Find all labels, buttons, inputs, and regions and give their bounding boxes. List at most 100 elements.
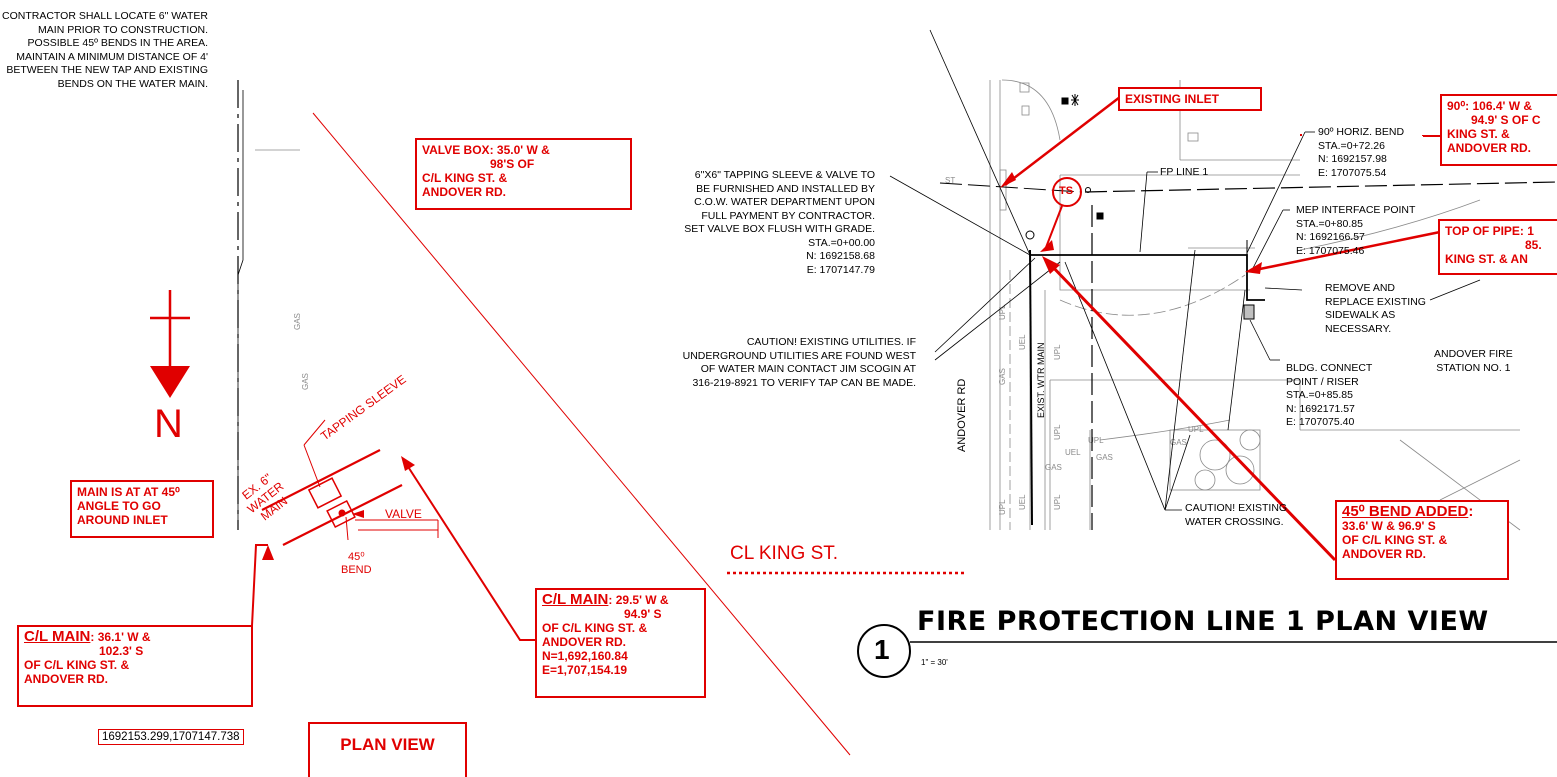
note-line: BENDS ON THE WATER MAIN. <box>57 77 208 90</box>
cl-main-right-callout: C/L MAIN: 29.5' W & 94.9' S OF C/L KING … <box>535 588 706 698</box>
note-line: BLDG. CONNECT <box>1286 362 1373 374</box>
callout-line: E=1,707,154.19 <box>542 663 628 677</box>
note-line: SIDEWALK AS <box>1325 309 1396 321</box>
note-line: CONTRACTOR SHALL LOCATE 6" WATER <box>2 10 208 22</box>
note-line: REPLACE EXISTING <box>1325 295 1426 308</box>
note-line: E: 1707075.40 <box>1286 416 1355 428</box>
callout-line: EXISTING INLET <box>1125 92 1220 106</box>
detail-red-markup <box>150 290 1557 678</box>
callout-line: ANDOVER RD. <box>542 635 627 649</box>
note-line: N: 1692171.57 <box>1286 402 1355 415</box>
note-line: POINT / RISER <box>1286 375 1359 388</box>
label-line: 45⁰ <box>347 551 365 563</box>
bend-45-label: 45⁰ BEND <box>341 551 372 577</box>
note-line: BETWEEN THE NEW TAP AND EXISTING <box>6 64 208 76</box>
callout-line: KING ST. & AN <box>1445 252 1528 266</box>
svg-text:UEL: UEL <box>1065 448 1081 457</box>
fire-station-label: ANDOVER FIRE STATION NO. 1 <box>1434 348 1513 375</box>
callout-title-colon: : <box>1468 503 1474 520</box>
contractor-note: CONTRACTOR SHALL LOCATE 6" WATER MAIN PR… <box>0 10 208 91</box>
note-line: 316-219-8921 TO VERIFY TAP CAN BE MADE. <box>692 376 916 389</box>
note-line: MEP INTERFACE POINT <box>1296 204 1416 216</box>
note-line: N: 1692158.68 <box>806 250 875 262</box>
svg-text:UPL: UPL <box>998 499 1007 515</box>
plan-view-label: PLAN VIEW <box>308 722 467 777</box>
svg-text:GAS: GAS <box>301 373 310 390</box>
note-line: ANDOVER FIRE <box>1434 348 1513 360</box>
note-line: BE FURNISHED AND INSTALLED BY <box>696 182 875 195</box>
svg-text:UPL: UPL <box>998 304 1007 320</box>
callout-line: MAIN IS AT AT 45⁰ <box>77 485 180 499</box>
note-line: STA.=0+85.85 <box>1286 389 1353 401</box>
note-line: STA.=0+80.85 <box>1296 217 1363 230</box>
note-line: N: 1692157.98 <box>1318 153 1387 165</box>
callout-line: OF C/L KING ST. & <box>1342 533 1448 547</box>
note-line: STA.=0+00.00 <box>808 236 875 249</box>
coordinate-readout: 1692153.299,1707147.738 <box>98 729 244 745</box>
callout-line: TOP OF PIPE: 1 <box>1445 224 1534 238</box>
note-line: N: 1692166.57 <box>1296 231 1365 243</box>
callout-line: KING ST. & <box>1447 127 1510 141</box>
cl-king-st-label: CL KING ST. <box>730 543 839 564</box>
svg-text:UEL: UEL <box>1018 494 1027 510</box>
callout-line: ANDOVER RD. <box>1447 141 1532 155</box>
callout-line: N=1,692,160.84 <box>542 649 628 663</box>
callout-title: 45⁰ BEND ADDED: <box>1342 503 1502 520</box>
svg-text:GAS: GAS <box>1096 453 1113 462</box>
exist-water-main-label: EXIST. WTR MAIN <box>1036 342 1046 418</box>
note-line: POSSIBLE 45º BENDS IN THE AREA. <box>27 37 208 49</box>
bend-45-added-callout: 45⁰ BEND ADDED: 33.6' W & 96.9' S OF C/L… <box>1335 500 1509 580</box>
svg-text:UPL: UPL <box>1053 424 1062 440</box>
callout-title-text: C/L MAIN <box>24 628 91 645</box>
utility-labels: UPL GAS UPL UPL UPL UPL UEL UEL GAS UPL … <box>293 176 1204 515</box>
plan-linework <box>237 29 1557 530</box>
tapping-sleeve-note: 6"X6" TAPPING SLEEVE & VALVE TO BE FURNI… <box>600 169 875 277</box>
drawing-sheet: UPL GAS UPL UPL UPL UPL UEL UEL GAS UPL … <box>150 29 1557 756</box>
note-line: 90º HORIZ. BEND <box>1318 126 1405 138</box>
main-45-angle-callout: MAIN IS AT AT 45⁰ ANGLE TO GO AROUND INL… <box>70 480 214 538</box>
callout-line: OF C/L KING ST. & <box>24 658 130 672</box>
callout-line: 94.9' S <box>624 607 662 621</box>
note-line: STA.=0+72.26 <box>1318 139 1385 152</box>
note-line: NECESSARY. <box>1325 322 1392 335</box>
plan-red-markup <box>312 96 1441 756</box>
caution-water-note: CAUTION! EXISTING WATER CROSSING. <box>1185 502 1287 529</box>
ts-tag: TS <box>1059 185 1074 197</box>
svg-text:GAS: GAS <box>1170 438 1187 447</box>
note-line: SET VALVE BOX FLUSH WITH GRADE. <box>684 223 875 235</box>
note-line: E: 1707075.54 <box>1318 166 1387 179</box>
svg-text:UPL: UPL <box>1053 494 1062 510</box>
note-line: OF WATER MAIN CONTACT JIM SCOGIN AT <box>700 363 916 375</box>
callout-title-text: 45⁰ BEND ADDED <box>1342 503 1469 520</box>
valve-label: VALVE <box>385 507 422 521</box>
callout-title-text: C/L MAIN <box>542 591 609 608</box>
note-line: STATION NO. 1 <box>1436 361 1511 374</box>
svg-text:UPL: UPL <box>1088 436 1104 445</box>
callout-line: PLAN VIEW <box>340 735 435 754</box>
note-line: C.O.W. WATER DEPARTMENT UPON <box>694 196 875 208</box>
andover-rd-label: ANDOVER RD <box>956 378 968 452</box>
svg-text:ST: ST <box>945 176 955 185</box>
callout-line: VALVE BOX: 35.0' W & <box>422 143 550 157</box>
page-title: FIRE PROTECTION LINE 1 PLAN VIEW <box>917 606 1489 637</box>
north-arrow-icon <box>150 366 190 398</box>
callout-line: OF C/L KING ST. & <box>542 621 648 635</box>
note-line: MAINTAIN A MINIMUM DISTANCE OF 4' <box>16 50 208 63</box>
top-of-pipe-callout: TOP OF PIPE: 1 85. KING ST. & AN <box>1438 219 1557 275</box>
svg-text:UPL: UPL <box>1053 344 1062 360</box>
svg-text:GAS: GAS <box>1045 463 1062 472</box>
svg-text:GAS: GAS <box>998 368 1007 385</box>
callout-line-rest: : 29.5' W & <box>608 593 669 607</box>
svg-text:UPL: UPL <box>1188 425 1204 434</box>
callout-line: 98'S OF <box>490 157 535 171</box>
callout-line: 102.3' S <box>99 644 144 658</box>
north-label: N <box>154 402 183 446</box>
callout-line: C/L MAIN: 36.1' W & <box>24 628 246 645</box>
callout-line: ANDOVER RD. <box>422 185 507 199</box>
callout-line: 33.6' W & 96.9' S <box>1342 519 1436 533</box>
note-line: WATER CROSSING. <box>1185 515 1284 528</box>
remove-sidewalk-note: REMOVE AND REPLACE EXISTING SIDEWALK AS … <box>1325 282 1426 336</box>
note-line: REMOVE AND <box>1325 282 1396 294</box>
valve-box-callout: VALVE BOX: 35.0' W & 98'S OF C/L KING ST… <box>415 138 632 210</box>
note-line: 6"X6" TAPPING SLEEVE & VALVE TO <box>694 169 875 181</box>
